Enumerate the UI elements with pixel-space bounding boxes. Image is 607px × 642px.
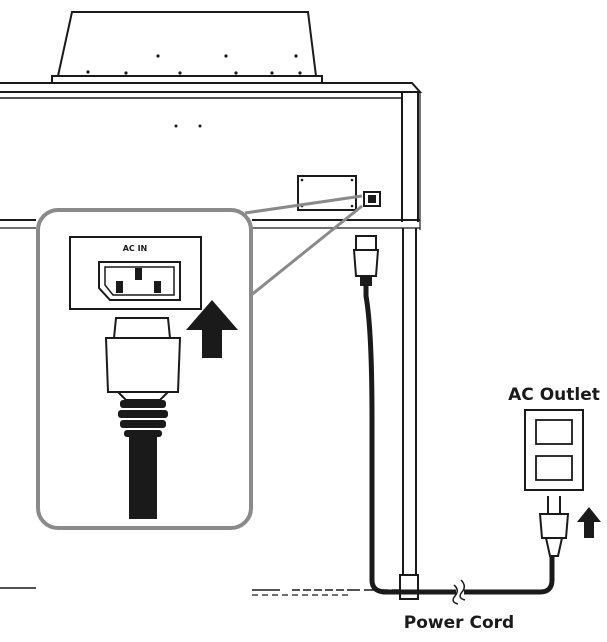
music-rest: [51, 11, 323, 84]
callout-box: AC IN: [36, 208, 253, 530]
ac-outlet: AC Outlet: [508, 385, 600, 491]
ac-in-label: AC IN: [123, 244, 148, 253]
power-cord-label: Power Cord: [404, 613, 514, 633]
iec-socket: [98, 261, 181, 301]
wall-plug: [538, 496, 570, 557]
callout-connector: [244, 194, 363, 302]
ac-outlet-label: AC Outlet: [508, 385, 600, 405]
up-arrow-icon: [186, 300, 238, 358]
iec-plug: [104, 317, 182, 519]
outlet-up-arrow-icon: [577, 507, 601, 538]
power-cord: [352, 235, 555, 605]
